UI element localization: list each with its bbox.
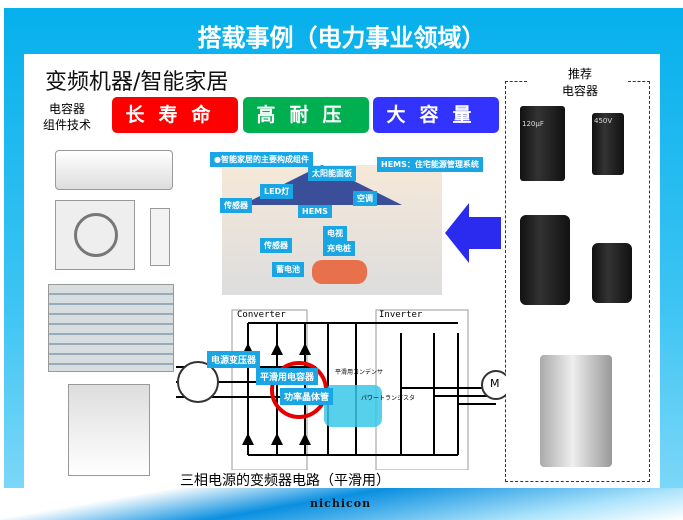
inverter-label: Inverter xyxy=(379,310,423,320)
nichicon-logo: nichicon xyxy=(310,497,372,510)
jp-label: 平滑用コンデンサ xyxy=(335,369,384,376)
tag-hems-system: HEMS：住宅能源管理系统 xyxy=(377,157,483,172)
tag-battery: 蓄电池 xyxy=(272,262,304,277)
tag-power-transformer: 电源变压器 xyxy=(207,351,261,368)
tag-led-light: LED灯 xyxy=(260,184,294,199)
feature-large-capacity: 大容量 xyxy=(373,97,499,133)
footer-band xyxy=(0,488,683,520)
tag-sensor: 传感器 xyxy=(260,238,292,253)
divider xyxy=(628,81,650,82)
feature-high-voltage: 高耐压 xyxy=(243,97,369,133)
recommended-line: 推荐 xyxy=(567,67,592,81)
tech-label-line: 组件技术 xyxy=(42,118,91,132)
circuit-caption: 三相电源的变频器电路（平滑用） xyxy=(180,473,390,489)
section-heading: 变频机器/智能家居 xyxy=(45,70,229,95)
remote-control-image xyxy=(150,208,170,266)
tag-smoothing-capacitor: 平滑用电容器 xyxy=(256,368,319,385)
cap-label: 450V xyxy=(594,117,613,125)
washing-machine-image xyxy=(68,384,150,476)
capacitor-image: 450V xyxy=(592,113,624,175)
capacitor-image xyxy=(520,215,570,305)
arrow-left-icon xyxy=(445,203,501,263)
recommended-line: 电容器 xyxy=(561,84,598,98)
converter-label: Converter xyxy=(237,310,286,320)
recommended-box xyxy=(505,81,650,482)
capacitor-image xyxy=(592,243,632,303)
tech-label-line: 电容器 xyxy=(48,102,85,116)
tag-solar-panel: 太阳能面板 xyxy=(308,166,356,181)
film-capacitor-image xyxy=(540,355,612,467)
feature-long-life: 长寿命 xyxy=(112,97,238,133)
tag-hems: HEMS xyxy=(298,205,332,218)
capacitor-image: 120µF xyxy=(520,106,565,181)
air-conditioner-image xyxy=(55,150,173,190)
tag-sensor: 传感器 xyxy=(220,198,252,213)
tag-air-conditioner: 空调 xyxy=(353,191,377,206)
tech-label: 电容器组件技术 xyxy=(36,101,98,133)
tag-power-transistor: 功率晶体管 xyxy=(280,388,334,405)
motor-label: M xyxy=(490,377,500,390)
cap-label: 120µF xyxy=(522,120,544,128)
inverter-circuit-diagram xyxy=(176,309,506,470)
refrigerator-image xyxy=(48,284,174,372)
divider xyxy=(505,81,527,82)
tag-smart-home-components: ●智能家居的主要构成组件 xyxy=(210,152,313,167)
tag-tv: 电视 xyxy=(323,226,347,241)
jp-label: パワートランジスタ xyxy=(361,395,416,402)
tag-charging-pile: 充电桩 xyxy=(323,241,355,256)
outdoor-unit-image xyxy=(55,200,135,270)
recommended-label: 推荐电容器 xyxy=(545,66,615,100)
slide-title: 搭载事例（电力事业领域） xyxy=(197,24,486,52)
